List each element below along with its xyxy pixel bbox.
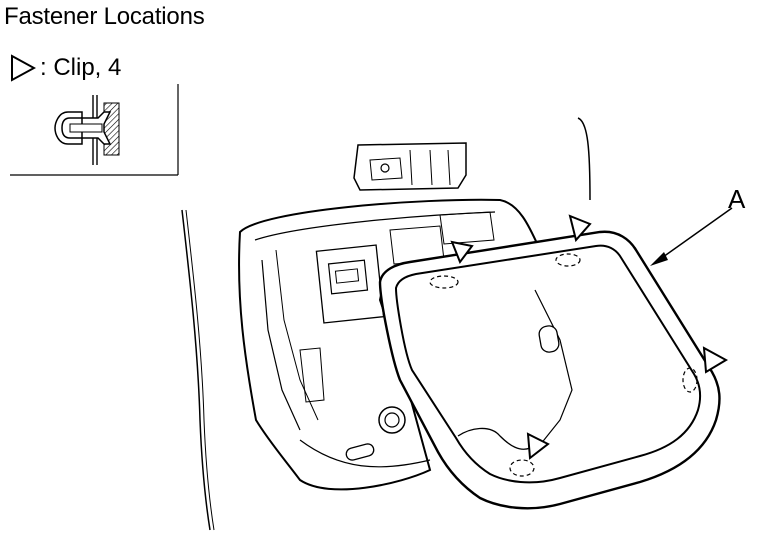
- body-panel-edge: [181, 209, 215, 531]
- trim-frame-a: [378, 230, 721, 510]
- clip-marker-2: [568, 214, 592, 243]
- callout-arrow-a: [650, 207, 733, 266]
- clip-marker-4: [526, 432, 550, 460]
- legend-clip: : Clip, 4: [10, 54, 121, 82]
- clip-triangle-icon: [11, 54, 36, 82]
- bracket-part: [353, 142, 467, 191]
- figure-title: Fastener Locations: [4, 3, 205, 30]
- clip-marker-3: [702, 346, 729, 374]
- clip-marker-1: [450, 240, 474, 265]
- callout-label-a: A: [728, 184, 746, 214]
- legend-text: : Clip, 4: [40, 54, 122, 81]
- edge-line: [577, 117, 591, 201]
- clip-detail-inset: [10, 84, 179, 176]
